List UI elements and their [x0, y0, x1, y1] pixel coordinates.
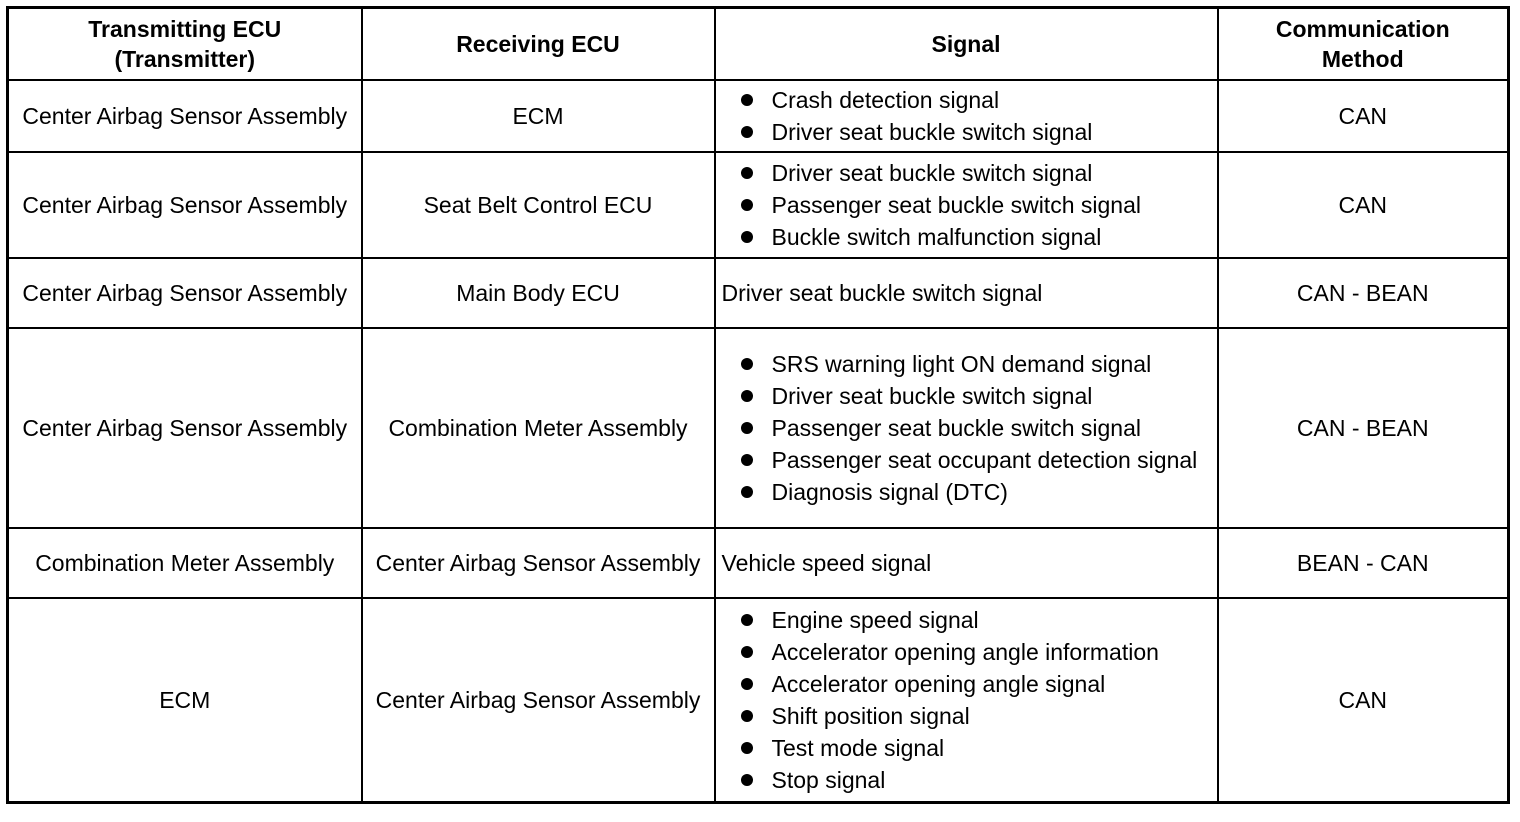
- signal-text: Crash detection signal: [771, 87, 1000, 113]
- signal-item: Driver seat buckle switch signal: [722, 158, 1211, 188]
- transmitting-ecu-cell: Center Airbag Sensor Assembly: [6, 79, 363, 153]
- header-method-line1: Communication: [1275, 16, 1450, 42]
- signal-text: Engine speed signal: [771, 607, 979, 633]
- bullet-icon: [740, 454, 753, 466]
- table-row: Center Airbag Sensor Assembly Main Body …: [6, 257, 1510, 329]
- receiving-ecu-cell: Center Airbag Sensor Assembly: [360, 527, 716, 599]
- bullet-icon: [740, 710, 753, 722]
- transmitting-ecu-cell: Center Airbag Sensor Assembly: [6, 257, 363, 329]
- communication-method-cell: CAN - BEAN: [1216, 327, 1510, 529]
- bullet-icon: [740, 614, 753, 626]
- receiving-ecu-cell: ECM: [360, 79, 716, 153]
- signal-text: Passenger seat buckle switch signal: [771, 415, 1141, 441]
- communication-method-cell: CAN: [1216, 151, 1510, 259]
- header-transmitting-line1: Transmitting ECU: [88, 16, 282, 42]
- ecu-communication-table: Transmitting ECU (Transmitter) Receiving…: [6, 6, 1510, 804]
- bullet-icon: [740, 167, 753, 179]
- signal-item: Diagnosis signal (DTC): [722, 477, 1211, 507]
- signal-text: Shift position signal: [771, 703, 970, 729]
- signal-item: Accelerator opening angle signal: [722, 669, 1211, 699]
- signal-item: Stop signal: [722, 765, 1211, 795]
- bullet-icon: [740, 774, 753, 786]
- signal-text: Driver seat buckle switch signal: [771, 119, 1093, 145]
- bullet-icon: [740, 742, 753, 754]
- signal-item: Passenger seat occupant detection signal: [722, 445, 1211, 475]
- header-transmitting-ecu: Transmitting ECU (Transmitter): [6, 6, 363, 81]
- signal-text: Stop signal: [771, 767, 886, 793]
- signal-item: Passenger seat buckle switch signal: [722, 190, 1211, 220]
- receiving-ecu-cell: Center Airbag Sensor Assembly: [360, 597, 716, 804]
- signal-list: Driver seat buckle switch signal Passeng…: [722, 158, 1211, 252]
- signal-cell: Driver seat buckle switch signal: [713, 257, 1219, 329]
- bullet-icon: [740, 646, 753, 658]
- signal-text: Test mode signal: [771, 735, 945, 761]
- bullet-icon: [740, 94, 753, 106]
- bullet-icon: [740, 231, 753, 243]
- bullet-icon: [740, 199, 753, 211]
- transmitting-ecu-cell: Combination Meter Assembly: [6, 527, 363, 599]
- bullet-icon: [740, 358, 753, 370]
- communication-method-cell: CAN: [1216, 597, 1510, 804]
- signal-list: Crash detection signal Driver seat buckl…: [722, 85, 1211, 147]
- signal-item: Passenger seat buckle switch signal: [722, 413, 1211, 443]
- signal-text: Diagnosis signal (DTC): [771, 479, 1008, 505]
- signal-cell: SRS warning light ON demand signal Drive…: [713, 327, 1219, 529]
- communication-method-cell: CAN: [1216, 79, 1510, 153]
- table-row: Center Airbag Sensor Assembly ECM Crash …: [6, 79, 1510, 153]
- signal-text: Passenger seat buckle switch signal: [771, 192, 1141, 218]
- receiving-ecu-cell: Seat Belt Control ECU: [360, 151, 716, 259]
- signal-cell: Driver seat buckle switch signal Passeng…: [713, 151, 1219, 259]
- header-communication-method: Communication Method: [1216, 6, 1510, 81]
- transmitting-ecu-cell: ECM: [6, 597, 363, 804]
- header-signal: Signal: [713, 6, 1219, 81]
- bullet-icon: [740, 126, 753, 138]
- bullet-icon: [740, 486, 753, 498]
- signal-item: Crash detection signal: [722, 85, 1211, 115]
- communication-method-cell: CAN - BEAN: [1216, 257, 1510, 329]
- communication-method-cell: BEAN - CAN: [1216, 527, 1510, 599]
- signal-item: Driver seat buckle switch signal: [722, 381, 1211, 411]
- header-method-line2: Method: [1321, 46, 1404, 72]
- signal-item: Buckle switch malfunction signal: [722, 222, 1211, 252]
- table-row: Combination Meter Assembly Center Airbag…: [6, 527, 1510, 599]
- signal-text: Accelerator opening angle signal: [771, 671, 1106, 697]
- header-row: Transmitting ECU (Transmitter) Receiving…: [6, 6, 1510, 81]
- signal-text: Buckle switch malfunction signal: [771, 224, 1102, 250]
- signal-text: Accelerator opening angle information: [771, 639, 1159, 665]
- signal-cell: Engine speed signal Accelerator opening …: [713, 597, 1219, 804]
- signal-item: Test mode signal: [722, 733, 1211, 763]
- bullet-icon: [740, 422, 753, 434]
- signal-item: Driver seat buckle switch signal: [722, 117, 1211, 147]
- signal-item: Engine speed signal: [722, 605, 1211, 635]
- header-transmitting-line2: (Transmitter): [114, 46, 256, 72]
- receiving-ecu-cell: Main Body ECU: [360, 257, 716, 329]
- signal-cell: Vehicle speed signal: [713, 527, 1219, 599]
- signal-text: SRS warning light ON demand signal: [771, 351, 1152, 377]
- signal-text: Driver seat buckle switch signal: [771, 160, 1093, 186]
- bullet-icon: [740, 678, 753, 690]
- table-row: Center Airbag Sensor Assembly Seat Belt …: [6, 151, 1510, 259]
- signal-text: Driver seat buckle switch signal: [771, 383, 1093, 409]
- signal-item: SRS warning light ON demand signal: [722, 349, 1211, 379]
- transmitting-ecu-cell: Center Airbag Sensor Assembly: [6, 327, 363, 529]
- signal-list: Engine speed signal Accelerator opening …: [722, 605, 1211, 795]
- bullet-icon: [740, 390, 753, 402]
- receiving-ecu-cell: Combination Meter Assembly: [360, 327, 716, 529]
- signal-item: Accelerator opening angle information: [722, 637, 1211, 667]
- signal-cell: Crash detection signal Driver seat buckl…: [713, 79, 1219, 153]
- signal-list: SRS warning light ON demand signal Drive…: [722, 349, 1211, 507]
- signal-text: Passenger seat occupant detection signal: [771, 447, 1198, 473]
- transmitting-ecu-cell: Center Airbag Sensor Assembly: [6, 151, 363, 259]
- signal-item: Shift position signal: [722, 701, 1211, 731]
- header-receiving-ecu: Receiving ECU: [360, 6, 716, 81]
- table-row: ECM Center Airbag Sensor Assembly Engine…: [6, 597, 1510, 804]
- table-row: Center Airbag Sensor Assembly Combinatio…: [6, 327, 1510, 529]
